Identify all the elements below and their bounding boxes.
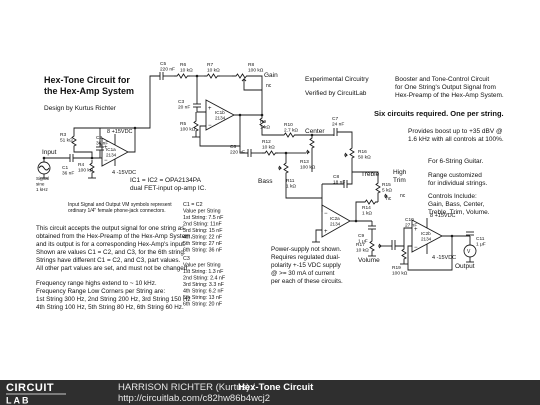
volume-nc-label: nc xyxy=(386,196,392,202)
design-credit: Design by Kurtus Richter xyxy=(44,105,117,112)
footer-bar: CIRCUIT LAB HARRISON RICHTER (Kurtus) / … xyxy=(0,380,540,405)
input-note: Input Signal and Output VM symbols repre… xyxy=(68,202,172,214)
logo-text-top: CIRCUIT xyxy=(6,382,54,394)
trim-nc-label: nc xyxy=(400,193,406,199)
experimental-label: Experimental Circuitry xyxy=(305,76,369,83)
output-label: Output xyxy=(455,263,475,270)
ic2-plus-supply: 8 +15VDC xyxy=(430,213,456,219)
bass-label: Bass xyxy=(258,178,273,185)
controls-note: Controls Include:Gain, Bass, Center,Treb… xyxy=(428,193,490,216)
svg-text:+: + xyxy=(104,145,108,151)
boost-note: Provides boost up to +35 dBV @1.6 kHz wi… xyxy=(408,128,504,143)
footer-url[interactable]: http://circuitlab.com/c82hw86b4wcj2 xyxy=(118,393,271,404)
treble-label: Treble xyxy=(361,171,380,178)
frequency-note: Frequency range highs extend to ~ 10 kHz… xyxy=(36,280,191,311)
svg-text:+: + xyxy=(208,106,212,112)
guitar-note: For 6-String Guitar. xyxy=(428,158,483,165)
svg-text:+: + xyxy=(324,229,328,235)
ic1b-opamp xyxy=(205,99,235,131)
svg-text:+: + xyxy=(414,227,418,233)
logo-text-bottom: LAB xyxy=(6,396,31,405)
input-label: Input xyxy=(42,149,57,156)
ic2a-opamp xyxy=(321,204,351,238)
ic1-minus-supply: 4 -15VDC xyxy=(112,170,136,176)
footer-circuit-name: Hex-Tone Circuit xyxy=(238,382,314,393)
svg-text:−: − xyxy=(104,158,108,164)
footer-author: HARRISON RICHTER (Kurtus) / xyxy=(118,382,255,393)
svg-text:−: − xyxy=(414,245,418,251)
svg-text:−: − xyxy=(324,211,328,217)
svg-text:V: V xyxy=(467,249,471,255)
circuit-description: This circuit accepts the output signal f… xyxy=(36,225,192,272)
gain-nc-label: nc xyxy=(266,83,272,89)
power-note: Power-supply not shown.Requires regulate… xyxy=(271,246,343,285)
gain-label: Gain xyxy=(264,72,278,79)
ic2-minus-supply: 4 -15VDC xyxy=(432,255,456,261)
svg-text:−: − xyxy=(208,123,212,129)
verified-label: Verified by CircuitLab xyxy=(305,90,367,97)
six-circuits-note: Six circuits required. One per string. xyxy=(374,109,504,118)
volume-label: Volume xyxy=(358,257,380,264)
ic1-plus-supply: 8 +15VDC xyxy=(107,129,133,135)
center-label: Center xyxy=(305,128,325,135)
circuitlab-logo[interactable]: CIRCUIT LAB xyxy=(4,380,94,405)
